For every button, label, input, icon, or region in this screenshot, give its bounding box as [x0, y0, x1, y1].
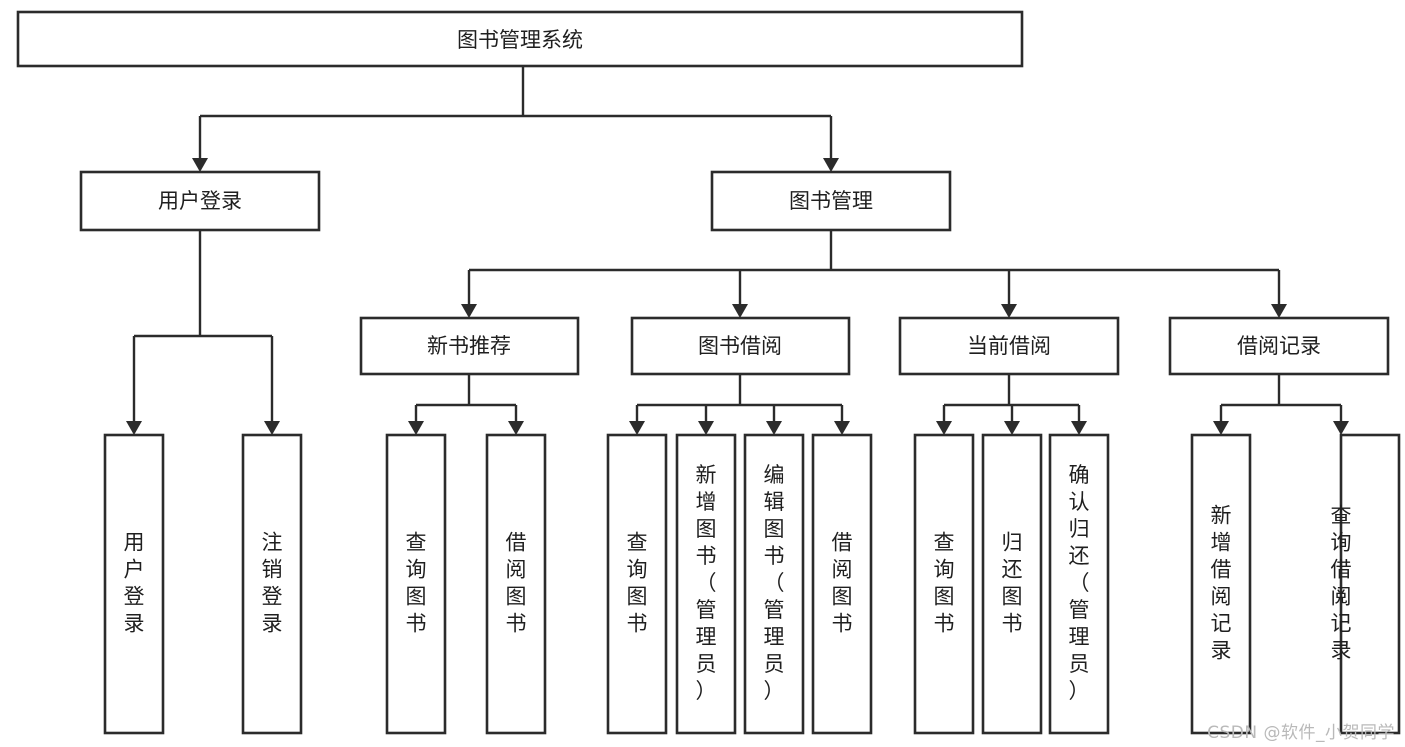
node-leaf-query-borrow-record[interactable]: 查询借阅记录 [1331, 433, 1401, 735]
arrow-head-borrow-record [1271, 304, 1287, 318]
arrow-head-book-manage [823, 158, 839, 172]
node-leaf-borrow-book-box[interactable] [811, 433, 873, 735]
node-leaf-query-borrow-record-label: 查询借阅记录 [1331, 504, 1352, 663]
node-book-manage-label: 图书管理 [789, 189, 873, 213]
node-leaf-add-book-admin-label: 新增图书（管理员） [696, 463, 717, 703]
arrow-head-leaf-user-login [126, 421, 142, 435]
node-new-book-rec-label: 新书推荐 [427, 334, 511, 358]
node-leaf-add-borrow-record-box[interactable] [1190, 433, 1252, 735]
node-book-borrow[interactable]: 图书借阅 [630, 316, 851, 376]
arrow-head-new-book-rec [461, 304, 477, 318]
node-leaf-query-book-rec-box[interactable] [385, 433, 447, 735]
node-leaf-query-book-current-label: 查询图书 [934, 531, 955, 636]
arrow-head-current-borrow [1001, 304, 1017, 318]
node-leaf-user-logout[interactable]: 注销登录 [241, 433, 303, 735]
node-leaf-query-book-borrow-label: 查询图书 [627, 531, 648, 636]
node-leaf-user-logout-label: 注销登录 [262, 531, 283, 636]
node-leaf-edit-book-admin[interactable]: 编辑图书（管理员） [743, 433, 805, 735]
node-user-login-box[interactable] [79, 170, 321, 232]
node-current-borrow-box[interactable] [898, 316, 1120, 376]
node-leaf-query-book-rec-label: 查询图书 [406, 531, 427, 636]
node-leaf-confirm-return-admin[interactable]: 确认归还（管理员） [1048, 433, 1110, 735]
arrow-head-book-borrow [732, 304, 748, 318]
node-current-borrow-label: 当前借阅 [967, 334, 1051, 358]
node-leaf-borrow-book[interactable]: 借阅图书 [811, 433, 873, 735]
node-leaf-borrow-book-rec-box[interactable] [485, 433, 547, 735]
node-leaf-add-borrow-record-label: 新增借阅记录 [1211, 504, 1232, 663]
arrow-head-leaf-query-borrow-record [1333, 421, 1349, 435]
node-leaf-add-book-admin-box[interactable] [675, 433, 737, 735]
arrow-head-leaf-confirm-return-admin [1071, 421, 1087, 435]
node-leaf-confirm-return-admin-label: 确认归还（管理员） [1069, 463, 1090, 703]
arrow-head-leaf-query-book-borrow [629, 421, 645, 435]
node-leaf-query-book-borrow-box[interactable] [606, 433, 668, 735]
node-leaf-add-borrow-record[interactable]: 新增借阅记录 [1190, 433, 1252, 735]
arrow-head-leaf-add-book-admin [698, 421, 714, 435]
node-leaf-query-book-current[interactable]: 查询图书 [913, 433, 975, 735]
node-leaf-user-logout-box[interactable] [241, 433, 303, 735]
arrow-head-user-login [192, 158, 208, 172]
node-leaf-confirm-return-admin-box[interactable] [1048, 433, 1110, 735]
node-leaf-user-login[interactable]: 用户登录 [103, 433, 165, 735]
node-root-box[interactable] [16, 10, 1024, 68]
node-leaf-borrow-book-label: 借阅图书 [832, 531, 853, 636]
node-borrow-record-box[interactable] [1168, 316, 1390, 376]
node-leaf-edit-book-admin-box[interactable] [743, 433, 805, 735]
arrow-head-leaf-user-logout [264, 421, 280, 435]
arrow-head-leaf-query-book-rec [408, 421, 424, 435]
node-leaf-query-book-current-box[interactable] [913, 433, 975, 735]
node-leaf-return-book[interactable]: 归还图书 [981, 433, 1043, 735]
arrow-head-leaf-borrow-book-rec [508, 421, 524, 435]
node-new-book-rec[interactable]: 新书推荐 [359, 316, 580, 376]
node-leaf-edit-book-admin-label: 编辑图书（管理员） [764, 463, 785, 703]
node-root[interactable]: 图书管理系统 [16, 10, 1024, 68]
arrow-head-leaf-query-book-current [936, 421, 952, 435]
node-user-login[interactable]: 用户登录 [79, 170, 321, 232]
node-leaf-return-book-box[interactable] [981, 433, 1043, 735]
node-leaf-query-book-rec[interactable]: 查询图书 [385, 433, 447, 735]
arrow-head-leaf-edit-book-admin [766, 421, 782, 435]
node-new-book-rec-box[interactable] [359, 316, 580, 376]
arrow-head-leaf-return-book [1004, 421, 1020, 435]
node-current-borrow[interactable]: 当前借阅 [898, 316, 1120, 376]
node-leaf-borrow-book-rec-label: 借阅图书 [506, 531, 527, 636]
node-borrow-record[interactable]: 借阅记录 [1168, 316, 1390, 376]
node-user-login-label: 用户登录 [158, 189, 242, 213]
node-leaf-return-book-label: 归还图书 [1002, 531, 1023, 636]
node-book-borrow-label: 图书借阅 [698, 334, 782, 358]
node-book-manage[interactable]: 图书管理 [710, 170, 952, 232]
node-root-label: 图书管理系统 [457, 28, 583, 52]
node-leaf-user-login-label: 用户登录 [124, 531, 145, 636]
node-book-manage-box[interactable] [710, 170, 952, 232]
node-borrow-record-label: 借阅记录 [1237, 334, 1321, 358]
arrow-head-leaf-borrow-book [834, 421, 850, 435]
node-book-borrow-box[interactable] [630, 316, 851, 376]
connector-layer [126, 66, 1349, 435]
node-leaf-user-login-box[interactable] [103, 433, 165, 735]
node-leaf-borrow-book-rec[interactable]: 借阅图书 [485, 433, 547, 735]
node-leaf-query-borrow-record-box[interactable] [1339, 433, 1401, 735]
node-leaf-query-book-borrow[interactable]: 查询图书 [606, 433, 668, 735]
arrow-head-leaf-add-borrow-record [1213, 421, 1229, 435]
node-leaf-add-book-admin[interactable]: 新增图书（管理员） [675, 433, 737, 735]
